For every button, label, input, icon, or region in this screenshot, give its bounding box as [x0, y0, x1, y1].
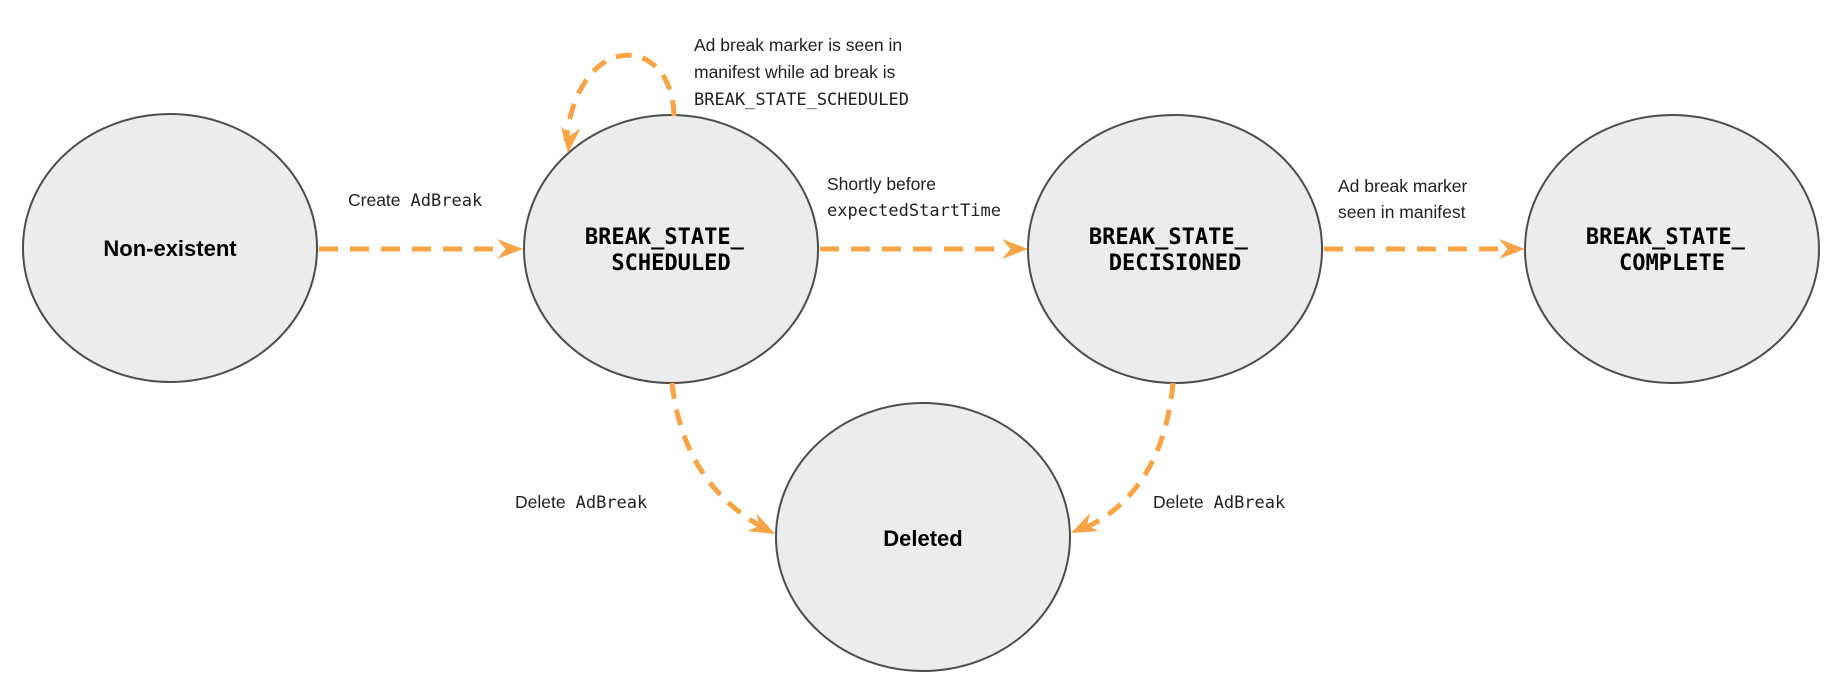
state-label: BREAK_STATE_ DECISIONED: [1089, 225, 1261, 276]
edges: Create AdBreak Ad break marker is seen i…: [319, 35, 1525, 534]
arrowhead-icon: [1071, 512, 1099, 533]
edge-label: Delete AdBreak: [515, 492, 647, 513]
edge-line: [1083, 382, 1176, 531]
edge-delete-scheduled: Delete AdBreak: [515, 382, 775, 534]
arrowhead-icon: [497, 239, 523, 259]
state-node-break-state-scheduled: BREAK_STATE_ SCHEDULED: [523, 114, 819, 384]
state-label: BREAK_STATE_ SCHEDULED: [585, 225, 757, 276]
arrowhead-icon: [560, 126, 581, 153]
state-node-break-state-decisioned: BREAK_STATE_ DECISIONED: [1027, 114, 1323, 384]
edge-label: Ad break marker seen in manifest: [1338, 176, 1471, 222]
edge-line: [669, 382, 764, 530]
arrowhead-icon: [747, 513, 775, 534]
edge-shortly-before: Shortly before expectedStartTime: [820, 174, 1028, 259]
edge-marker-seen-manifest: Ad break marker seen in manifest: [1324, 176, 1525, 259]
nodes: Non-existent BREAK_STATE_ SCHEDULED BREA…: [22, 113, 1820, 672]
edge-create-adbreak: Create AdBreak: [319, 190, 523, 259]
edge-label: Delete AdBreak: [1153, 492, 1285, 513]
state-node-non-existent: Non-existent: [22, 113, 318, 383]
arrowhead-icon: [1002, 239, 1028, 259]
state-node-deleted: Deleted: [775, 402, 1071, 672]
edge-label: Ad break marker is seen in manifest whil…: [694, 35, 909, 110]
state-label: BREAK_STATE_ COMPLETE: [1586, 225, 1758, 276]
state-label: Deleted: [883, 526, 962, 551]
edge-self-loop-marker-seen: Ad break marker is seen in manifest whil…: [560, 35, 909, 153]
edge-label: Shortly before expectedStartTime: [827, 174, 1001, 221]
state-ellipse: [775, 402, 1071, 672]
arrowhead-icon: [1499, 239, 1525, 259]
state-ellipse: [523, 114, 819, 384]
state-node-break-state-complete: BREAK_STATE_ COMPLETE: [1524, 114, 1820, 384]
edge-line: [563, 52, 677, 142]
edge-label: Create AdBreak: [348, 190, 482, 211]
state-ellipse: [22, 113, 318, 383]
edge-delete-decisioned: Delete AdBreak: [1071, 382, 1285, 533]
state-label: Non-existent: [103, 236, 237, 261]
